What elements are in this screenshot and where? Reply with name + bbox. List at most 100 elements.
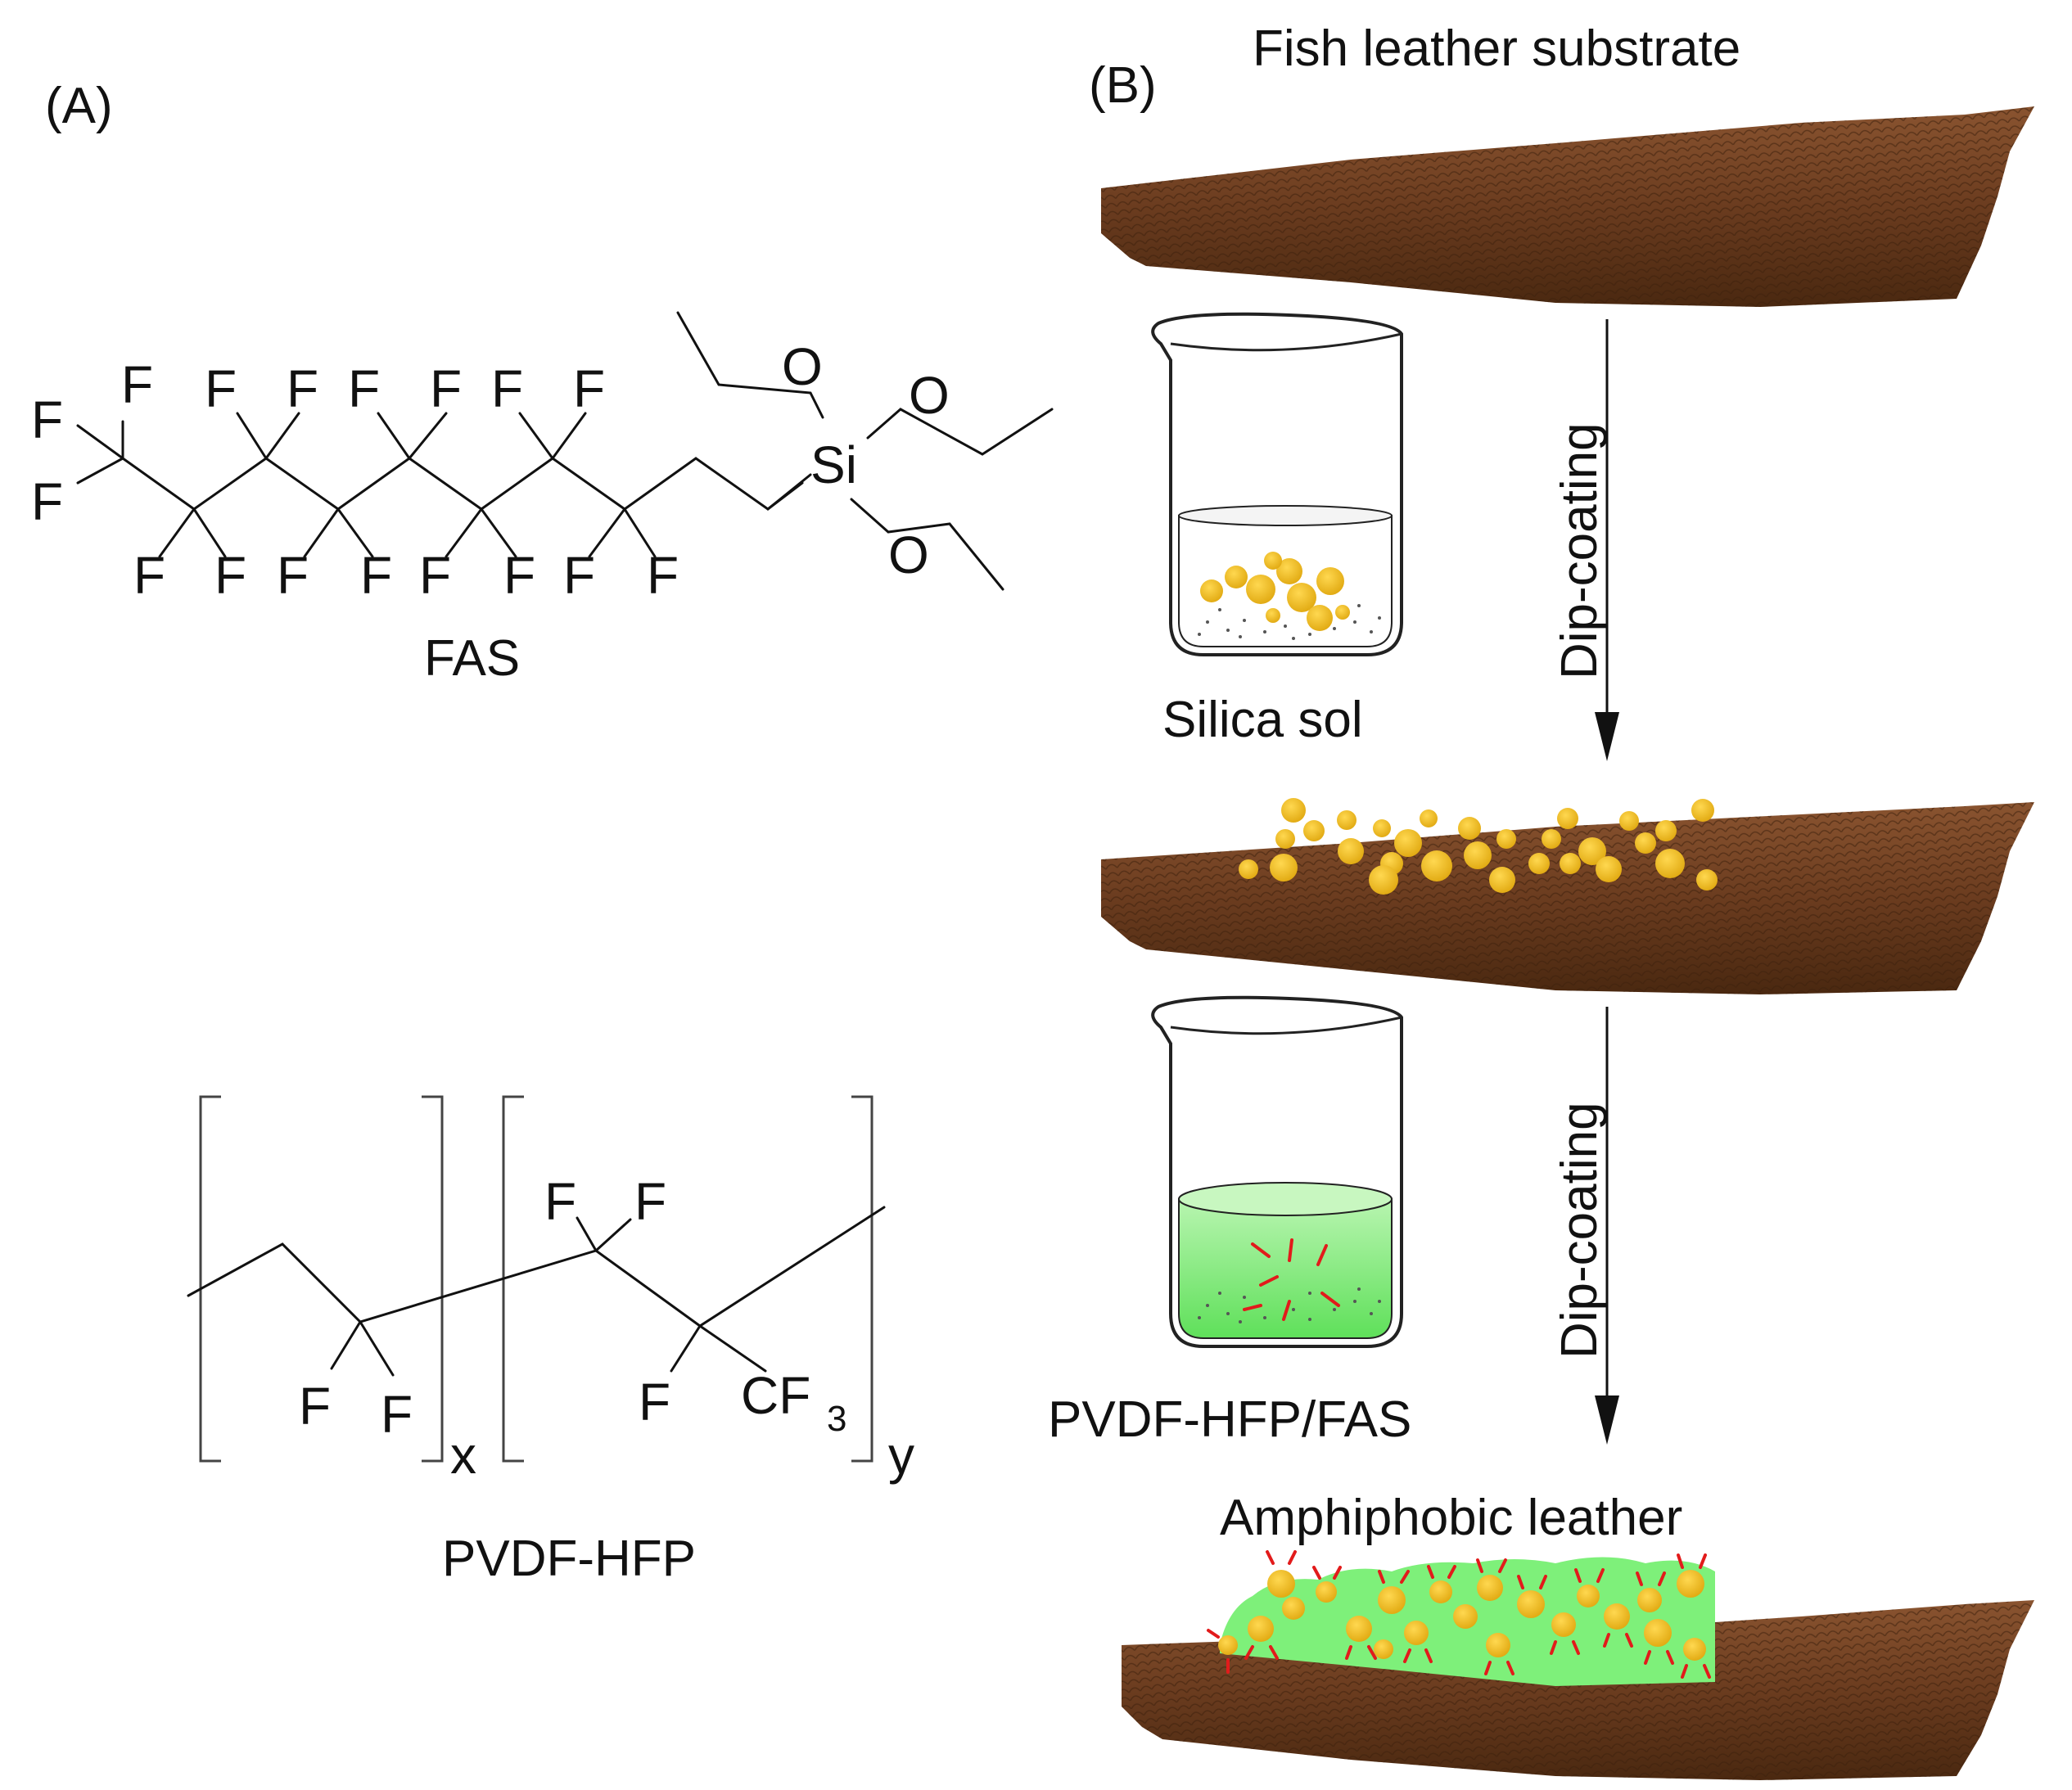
silica-particle xyxy=(1420,809,1438,827)
fas-f-10: F xyxy=(133,546,165,605)
panel-b-label: (B) xyxy=(1089,57,1157,114)
pvdf-f-1: F xyxy=(299,1377,331,1436)
silica-particle xyxy=(1373,819,1391,837)
fas-bond-si xyxy=(766,473,812,511)
coated-particle xyxy=(1346,1616,1372,1642)
silica-particle xyxy=(1287,583,1316,612)
coated-particle xyxy=(1551,1612,1576,1637)
arrow-step-2 xyxy=(1595,1007,1619,1445)
silica-particle xyxy=(1369,865,1398,895)
silica-particle xyxy=(1496,829,1516,849)
beaker-2-label: PVDF-HFP/FAS xyxy=(1048,1391,1411,1448)
pvdf-cf3-subscript: 3 xyxy=(827,1399,846,1439)
silica-particle xyxy=(1578,837,1606,865)
beaker-2-rim xyxy=(1170,1016,1402,1035)
coated-particle xyxy=(1429,1580,1452,1603)
fas-bond-f-up-1 xyxy=(236,412,268,460)
pvdf-f-5: F xyxy=(639,1373,670,1432)
step-2-label: Dip-coating xyxy=(1551,1102,1608,1359)
coated-particle xyxy=(1248,1616,1274,1642)
silica-particle xyxy=(1557,808,1578,829)
beaker-silica-sol xyxy=(1151,312,1403,656)
silica-particle xyxy=(1270,854,1298,881)
silica-particle xyxy=(1655,849,1685,878)
coated-particle xyxy=(1486,1633,1510,1657)
silica-particle xyxy=(1528,853,1550,874)
fas-f-8: F xyxy=(491,359,523,418)
fas-chains-on-surface xyxy=(1207,1550,1711,1679)
fas-o-2: O xyxy=(909,366,950,425)
amphiphobic-leather xyxy=(1122,1550,2034,1780)
pvdf-f-2: F xyxy=(381,1385,413,1444)
fas-f-6: F xyxy=(348,359,380,418)
coated-particle xyxy=(1637,1588,1662,1612)
fas-bond-cf3-b xyxy=(76,424,124,460)
beaker-1-liquid-surface xyxy=(1178,505,1393,526)
silica-particle xyxy=(1596,856,1622,882)
silica-particle xyxy=(1655,820,1677,841)
silica-particle xyxy=(1619,811,1639,831)
coated-particle xyxy=(1316,1581,1337,1603)
fas-bond-cf3-c xyxy=(76,457,124,485)
silica-particle xyxy=(1542,829,1561,849)
coated-particle xyxy=(1677,1570,1704,1598)
pvdf-y-subscript: y xyxy=(888,1426,914,1485)
deposited-silica-particles xyxy=(1239,798,1718,895)
silica-particle xyxy=(1696,869,1718,890)
silica-particle xyxy=(1691,799,1714,822)
fas-f-16: F xyxy=(563,546,595,605)
silica-particle xyxy=(1635,832,1656,854)
coated-particle xyxy=(1517,1590,1545,1618)
coated-particles xyxy=(1218,1570,1706,1661)
pvdf-bond-f-4 xyxy=(594,1218,632,1252)
beaker-2-dots xyxy=(1198,1287,1381,1323)
pvdf-bond-f-5 xyxy=(670,1324,702,1373)
fas-bond-f-down-3 xyxy=(303,507,340,558)
fas-bond-f-down-6 xyxy=(480,507,517,558)
fas-f-14: F xyxy=(419,546,451,605)
coated-particle xyxy=(1604,1603,1630,1630)
fas-o-1: O xyxy=(782,337,823,396)
beaker-2-liquid xyxy=(1178,1198,1393,1339)
silica-particle xyxy=(1394,829,1422,857)
beaker-1-label: Silica sol xyxy=(1162,692,1363,748)
fas-o-3: O xyxy=(888,525,929,584)
substrate-title: Fish leather substrate xyxy=(1253,20,1740,77)
pvdf-f-3: F xyxy=(544,1172,576,1231)
silica-particle xyxy=(1303,820,1325,841)
silica-particle xyxy=(1337,810,1357,830)
leather-scales-1 xyxy=(1101,106,2034,307)
beaker-2-liquid-surface xyxy=(1178,1182,1393,1216)
result-title: Amphiphobic leather xyxy=(1220,1490,1682,1546)
fas-f-7: F xyxy=(430,359,462,418)
beaker-1-rim xyxy=(1170,332,1402,352)
coated-particle xyxy=(1378,1586,1406,1614)
fas-f-2: F xyxy=(31,390,63,449)
beaker-2-glass xyxy=(1151,995,1403,1348)
silica-particle xyxy=(1338,838,1364,864)
fas-bond-f-down-8 xyxy=(623,507,657,558)
fas-f-12: F xyxy=(277,546,309,605)
fas-f-4: F xyxy=(205,359,237,418)
leather-scales-2 xyxy=(1101,802,2034,994)
silica-particle xyxy=(1239,859,1258,879)
fas-si: Si xyxy=(810,435,857,494)
coated-particle xyxy=(1374,1639,1393,1659)
fas-bond-f-down-2 xyxy=(192,507,227,558)
fas-bond-f-down-4 xyxy=(336,507,374,558)
silica-particle xyxy=(1560,853,1581,874)
coated-particle xyxy=(1577,1585,1600,1607)
silica-particle xyxy=(1307,605,1333,631)
coated-particle xyxy=(1218,1635,1238,1655)
fas-ethoxy-2 xyxy=(866,408,1054,456)
fas-f-15: F xyxy=(503,546,535,605)
silica-particle xyxy=(1281,798,1306,823)
fas-bond-f-up-4 xyxy=(408,412,448,460)
fas-bond-f-down-5 xyxy=(445,507,483,558)
pvdf-hfp-name: PVDF-HFP xyxy=(442,1531,696,1587)
fish-leather-substrate xyxy=(1101,106,2034,307)
coated-particle xyxy=(1453,1604,1478,1629)
pvdf-backbone xyxy=(187,1206,886,1328)
fas-structure: F F F F F F F F F F F F F F F F F Si O O… xyxy=(31,311,1054,605)
